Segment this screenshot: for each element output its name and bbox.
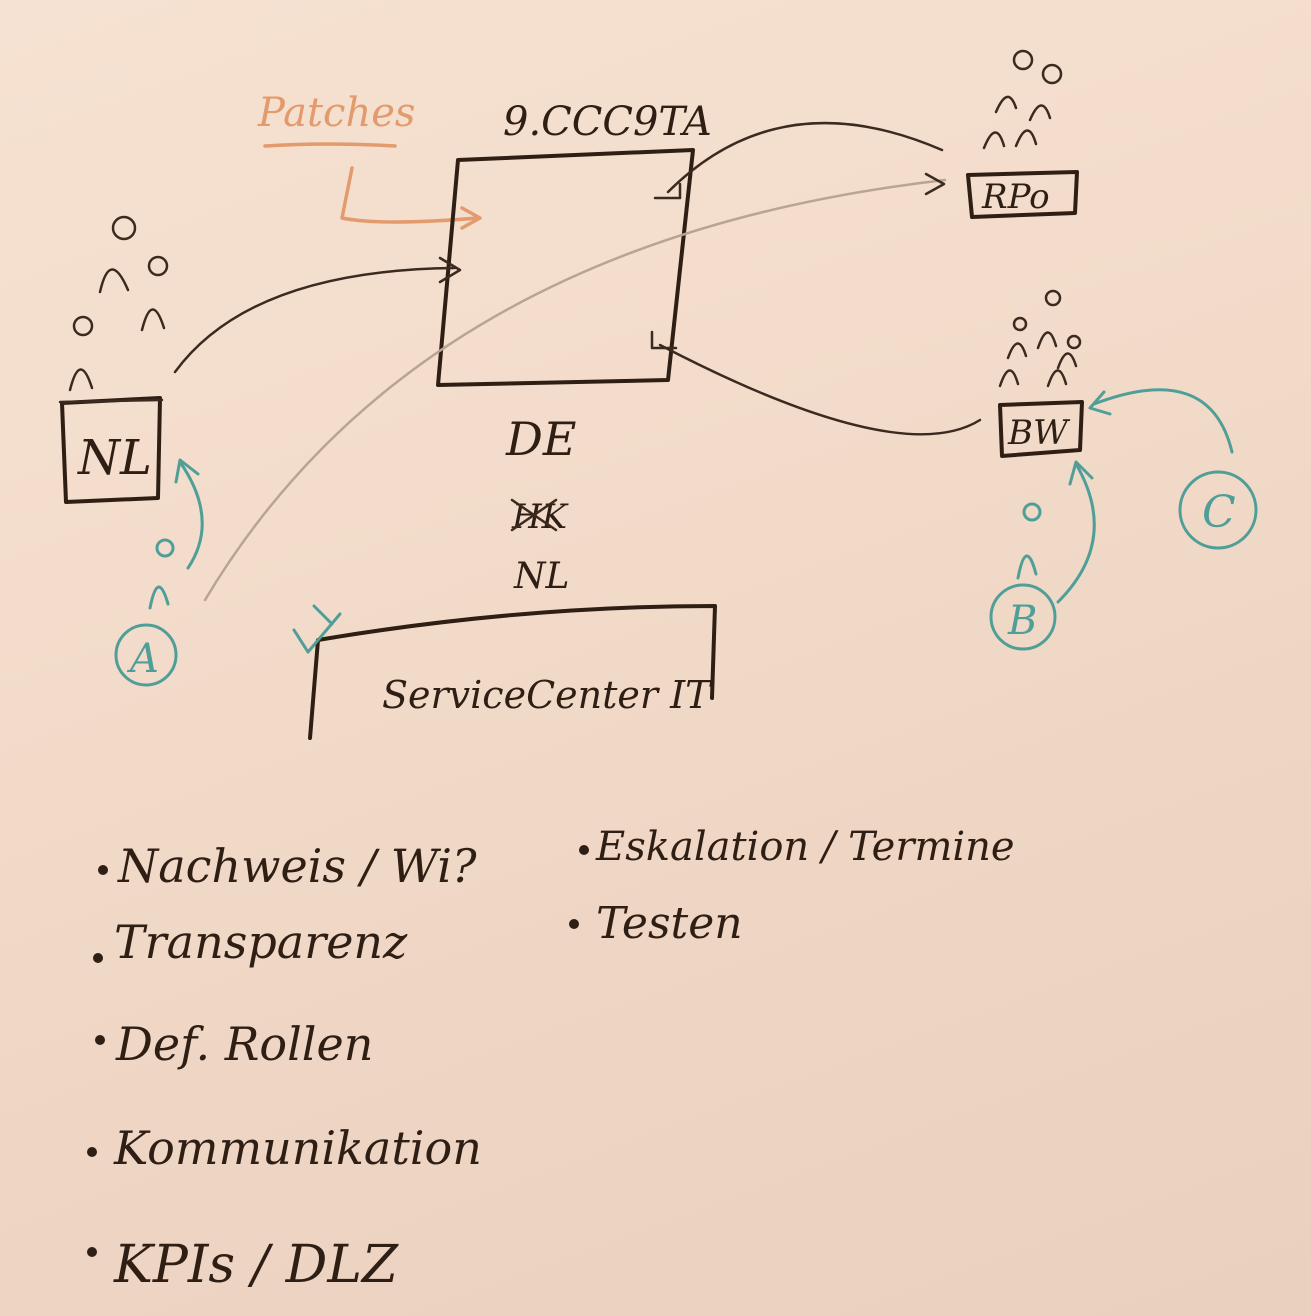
people-group-mid-right-icon <box>998 289 1082 388</box>
bw-box-label: BW <box>1007 413 1071 453</box>
bullet-left-5: KPIs / DLZ <box>113 1235 399 1295</box>
faint-line-a <box>203 178 947 602</box>
arrow-nl-to-system <box>173 266 457 374</box>
bullet-dot-3 <box>95 1035 105 1045</box>
service-center-box <box>308 604 717 740</box>
arrow-b-head <box>1068 460 1094 486</box>
center-label-hk: HK <box>511 497 570 537</box>
system-label: 9.CCC9TA <box>503 99 712 145</box>
patches-label: Patches <box>257 90 415 136</box>
bullet-dot-1 <box>98 865 108 875</box>
bullet-left-2: Transparenz <box>114 915 408 969</box>
bullet-dot-4 <box>87 1147 97 1157</box>
nl-box-label: NL <box>77 430 152 486</box>
bw-box <box>998 400 1084 458</box>
people-group-top-right-icon <box>982 49 1063 150</box>
circle-a <box>114 623 178 687</box>
arrow-system-to-rpo <box>666 121 944 194</box>
service-center-label: ServiceCenter IT <box>382 673 713 717</box>
bullet-dot-2 <box>93 953 103 963</box>
arrow-a-head <box>174 458 200 484</box>
patches-underline <box>263 142 397 148</box>
person-b-icon <box>1016 502 1042 580</box>
arrow-c-head <box>1088 390 1112 416</box>
rpo-box <box>966 170 1079 219</box>
bullet-left-1: Nachweis / Wi? <box>117 839 477 893</box>
patches-arrow-head <box>460 206 482 230</box>
bullet-right-2: Testen <box>596 898 743 949</box>
center-label-de: DE <box>505 412 576 466</box>
center-label-nl: NL <box>513 556 569 597</box>
circle-c-label: C <box>1202 487 1236 538</box>
arrow-rpo-head <box>924 172 946 196</box>
circle-a-label: A <box>126 636 159 682</box>
bullet-right-1: Eskalation / Termine <box>595 824 1015 870</box>
circle-b-label: B <box>1007 598 1037 644</box>
bullet-dot-6 <box>579 845 589 855</box>
center-label-hk-strike <box>510 498 558 532</box>
arrow-a-to-nl <box>178 460 204 570</box>
bullet-left-3: Def. Rollen <box>115 1017 373 1071</box>
system-port-top <box>653 182 682 200</box>
arrow-bw-to-system <box>658 343 982 436</box>
person-a-icon <box>148 538 175 610</box>
bullet-dot-7 <box>569 919 579 929</box>
circle-b <box>989 583 1057 651</box>
arrow-nl-head <box>438 256 462 284</box>
system-box <box>436 148 695 387</box>
rpo-box-label: RPo <box>981 177 1050 217</box>
nl-box-underline <box>58 398 164 404</box>
arrow-c-to-bw <box>1092 388 1234 454</box>
circle-c <box>1178 470 1258 550</box>
bullet-left-4: Kommunikation <box>113 1121 482 1175</box>
bullet-dot-5 <box>87 1247 97 1257</box>
people-group-left-icon <box>68 215 169 392</box>
arrow-b-to-bw <box>1056 462 1096 604</box>
service-center-check-icon <box>292 604 342 654</box>
